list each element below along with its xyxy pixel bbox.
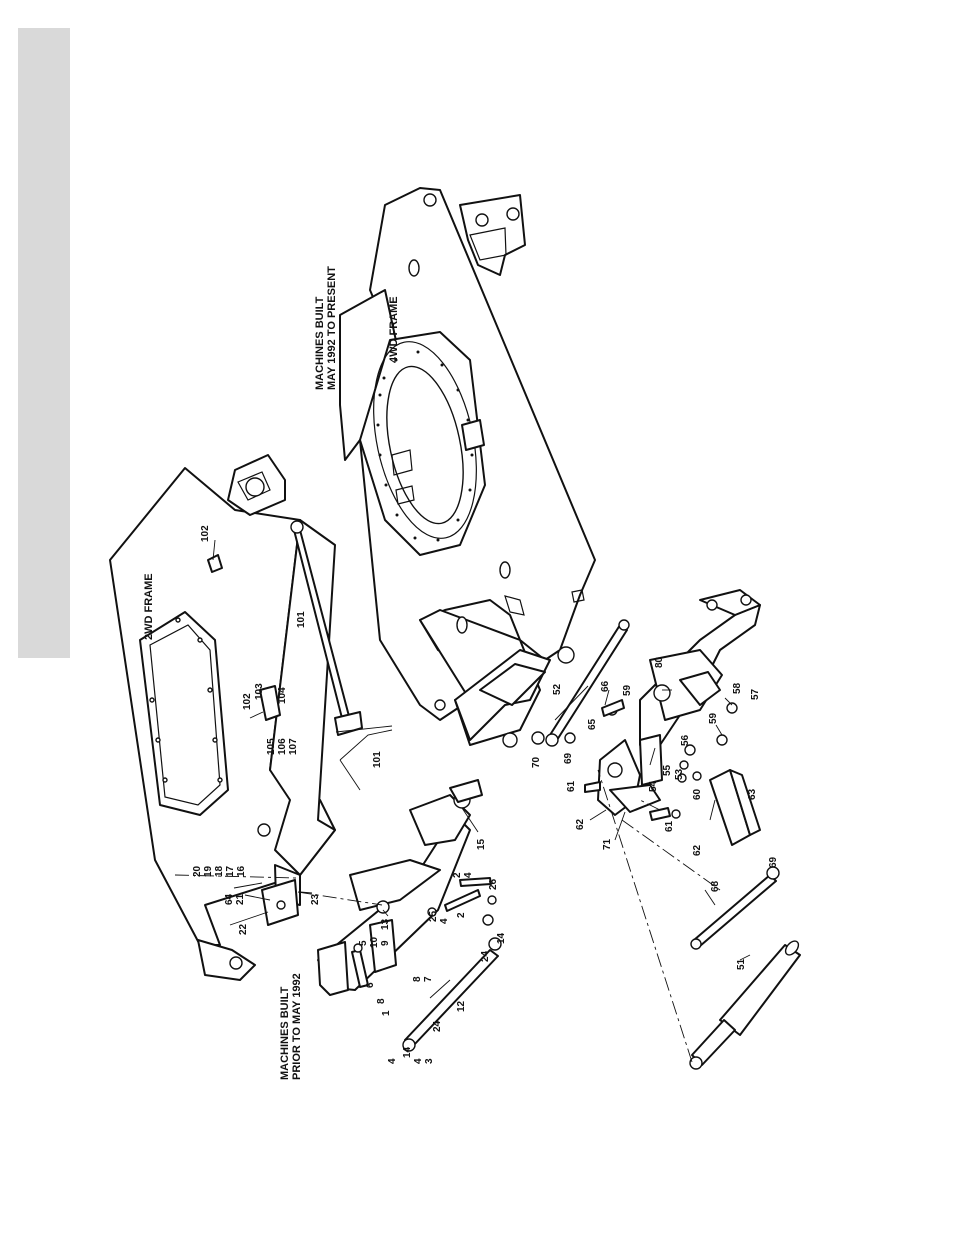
callout-57: 57 — [750, 688, 761, 700]
callout-4-mid: 4 — [439, 918, 450, 924]
axle-assembly-prior — [318, 780, 482, 995]
callout-59-lower: 59 — [708, 712, 719, 724]
callout-56: 56 — [680, 734, 691, 746]
callout-5: 5 — [358, 940, 369, 946]
callout-14-left: 14 — [402, 1046, 413, 1058]
callout-58: 58 — [732, 682, 743, 694]
rod-68 — [691, 867, 779, 949]
callout-61-upper: 61 — [566, 780, 577, 792]
callout-55: 55 — [662, 764, 673, 776]
cylinder-51 — [690, 939, 801, 1069]
frame-4wd-label: 4WD FRAME — [388, 296, 400, 363]
callout-64: 64 — [224, 893, 235, 905]
callout-105: 105 — [266, 738, 277, 755]
callout-68: 68 — [710, 880, 721, 892]
callout-54: 54 — [648, 780, 659, 792]
callout-52: 52 — [552, 683, 563, 695]
callout-25: 25 — [428, 910, 439, 922]
callout-2-upper: 2 — [452, 872, 463, 878]
callout-69-upper: 69 — [563, 752, 574, 764]
heading-prior-line2: PRIOR TO MAY 1992 — [291, 973, 303, 1080]
heading-prior-line1: MACHINES BUILT — [279, 986, 291, 1080]
callout-102-upper: 102 — [200, 525, 211, 542]
callout-26: 26 — [488, 878, 499, 890]
callout-62-upper: 62 — [575, 818, 586, 830]
callout-8-left: 8 — [376, 998, 387, 1004]
callout-10: 10 — [369, 936, 380, 948]
frame-2wd-label: 2WD FRAME — [143, 573, 155, 640]
callout-70: 70 — [531, 756, 542, 768]
callout-60: 60 — [692, 788, 703, 800]
callout-19: 19 — [203, 865, 214, 877]
callout-1: 1 — [381, 1010, 392, 1016]
callout-66: 66 — [600, 680, 611, 692]
callout-4-left-b: 4 — [413, 1058, 424, 1064]
callout-80: 80 — [654, 656, 665, 668]
callout-107: 107 — [288, 738, 299, 755]
callout-2-mid: 2 — [456, 912, 467, 918]
callout-13: 13 — [380, 918, 391, 930]
heading-present-line1: MACHINES BUILT — [314, 296, 326, 390]
callout-21: 21 — [235, 893, 246, 905]
callout-9: 9 — [380, 940, 391, 946]
callout-59-upper: 59 — [622, 684, 633, 696]
heading-prior: MACHINES BUILT PRIOR TO MAY 1992 — [279, 973, 303, 1080]
callout-22: 22 — [238, 923, 249, 935]
callout-6: 6 — [365, 982, 376, 988]
callout-12: 12 — [456, 1000, 467, 1012]
callout-62-lower: 62 — [692, 844, 703, 856]
frame-4wd — [340, 188, 595, 747]
heading-present-line2: MAY 1992 TO PRESENT — [326, 266, 338, 390]
heading-present: MACHINES BUILT MAY 1992 TO PRESENT — [314, 266, 338, 390]
callout-7: 7 — [423, 976, 434, 982]
callout-20: 20 — [192, 865, 203, 877]
callout-4-upper: 4 — [463, 872, 474, 878]
callout-24-right: 24 — [480, 950, 491, 962]
callout-53: 53 — [674, 768, 685, 780]
callout-63: 63 — [747, 788, 758, 800]
callout-8-right: 8 — [412, 976, 423, 982]
callout-24-left: 24 — [432, 1020, 443, 1032]
callout-102-lower: 102 — [242, 693, 253, 710]
callout-65: 65 — [587, 718, 598, 730]
callout-14-right: 14 — [496, 932, 507, 944]
callout-101-lower: 101 — [372, 751, 383, 768]
callout-103: 103 — [254, 683, 265, 700]
callout-23: 23 — [310, 893, 321, 905]
callout-16: 16 — [236, 865, 247, 877]
callout-18: 18 — [214, 865, 225, 877]
callout-15: 15 — [476, 838, 487, 850]
callout-101-upper: 101 — [296, 611, 307, 628]
callout-71: 71 — [602, 838, 613, 850]
callout-17: 17 — [225, 865, 236, 877]
callout-4-left-a: 4 — [387, 1058, 398, 1064]
callout-51: 51 — [736, 958, 747, 970]
callout-106: 106 — [277, 738, 288, 755]
callout-69-lower: 69 — [768, 856, 779, 868]
callout-61-lower: 61 — [664, 820, 675, 832]
callout-104: 104 — [277, 687, 288, 704]
callout-3: 3 — [424, 1058, 435, 1064]
